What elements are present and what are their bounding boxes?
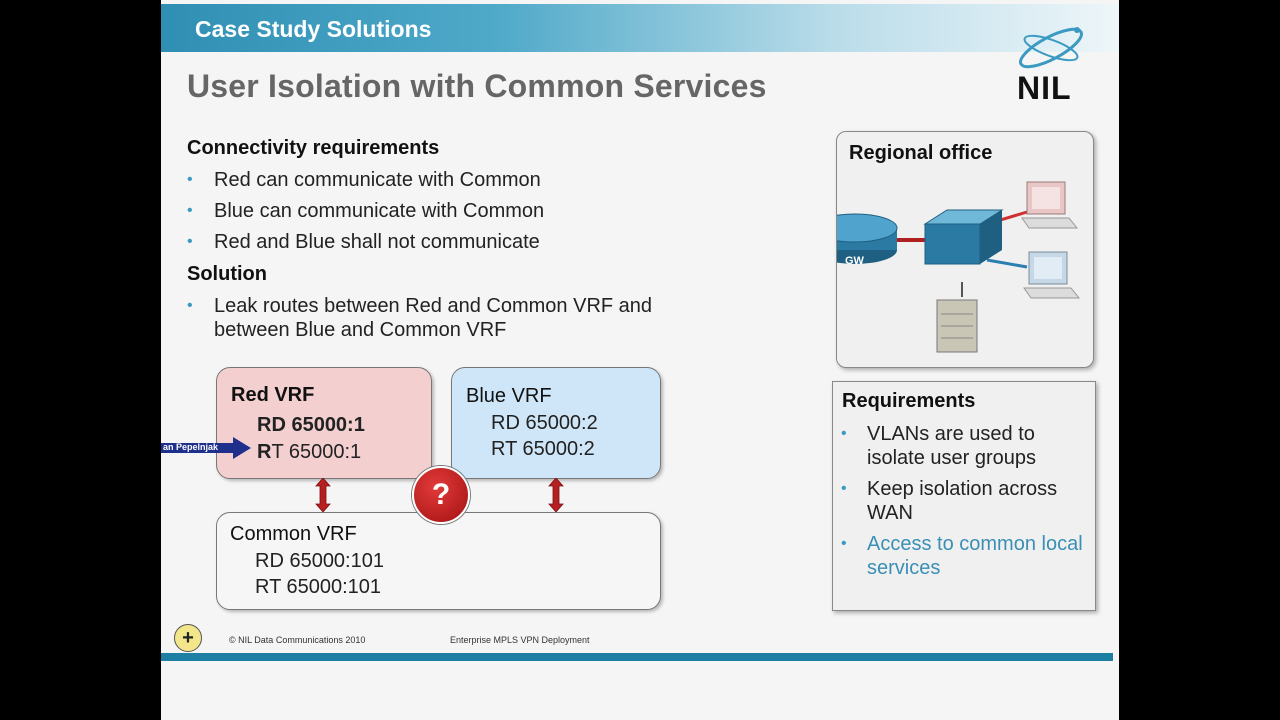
footer-course: Enterprise MPLS VPN Deployment (450, 635, 590, 645)
regional-office-heading: Regional office (849, 142, 993, 164)
pointer-label: an Pepelnjak (163, 442, 219, 452)
red-vrf-rd: RD 65000:1 (257, 414, 365, 436)
footer-copyright: © NIL Data Communications 2010 (229, 635, 366, 645)
common-vrf-title: Common VRF (230, 523, 357, 545)
list-item: VLANs are used to isolate user groups (841, 422, 1086, 470)
red-vrf-title: Red VRF (231, 384, 315, 406)
server-icon (936, 299, 978, 353)
common-vrf-rt: RT 65000:101 (255, 576, 382, 598)
switch-icon (923, 209, 1004, 265)
pointer-arrow-icon (161, 437, 251, 459)
blue-vrf-box: Blue VRF RD 65000:2 RT 65000:2 (451, 367, 661, 479)
blue-vrf-title: Blue VRF (466, 385, 552, 407)
common-vrf-rd: RD 65000:101 (255, 550, 384, 572)
footer-bar (161, 653, 1113, 661)
list-item: Leak routes between Red and Common VRF a… (187, 294, 707, 342)
red-vrf-rt-rest: T 65000:1 (271, 441, 362, 463)
list-item: Keep isolation across WAN (841, 477, 1086, 525)
red-workstation-icon (1021, 181, 1079, 229)
nil-logo: NIL (1007, 22, 1099, 106)
blue-vrf-rt: RT 65000:2 (491, 438, 595, 460)
header-title: Case Study Solutions (195, 16, 432, 42)
solution-heading: Solution (187, 263, 267, 285)
blue-common-arrow-icon (548, 478, 564, 512)
requirements-heading: Requirements (842, 390, 976, 412)
gw-label: GW (845, 255, 865, 267)
red-vrf-box: Red VRF RD 65000:1 RT 65000:1 (216, 367, 432, 479)
requirements-list: VLANs are used to isolate user groups Ke… (841, 422, 1086, 587)
network-diagram: GW (837, 181, 1081, 353)
question-icon: ? (412, 466, 470, 524)
orbit-icon (1019, 27, 1083, 69)
connectivity-list: Red can communicate with Common Blue can… (187, 168, 747, 261)
router-icon: GW (837, 213, 898, 267)
zoom-plus-button[interactable]: + (174, 624, 202, 652)
blue-workstation-icon (1023, 251, 1081, 299)
slide: Case Study Solutions User Isolation with… (161, 0, 1119, 720)
header-bar: Case Study Solutions (161, 4, 1119, 52)
list-item: Red can communicate with Common (187, 168, 747, 192)
solution-list: Leak routes between Red and Common VRF a… (187, 294, 707, 349)
slide-title: User Isolation with Common Services (187, 68, 767, 104)
red-vrf-rt-bold: R (257, 441, 272, 463)
regional-office-panel: Regional office GW (836, 131, 1094, 368)
requirements-panel: Requirements VLANs are used to isolate u… (832, 381, 1096, 611)
red-vrf-rt: RT 65000:1 (257, 441, 361, 464)
common-vrf-box: Common VRF RD 65000:101 RT 65000:101 (216, 512, 661, 610)
red-common-arrow-icon (315, 478, 331, 512)
blue-vrf-rd: RD 65000:2 (491, 412, 598, 434)
list-item: Blue can communicate with Common (187, 199, 747, 223)
list-item-highlight: Access to common local services (841, 532, 1086, 580)
list-item: Red and Blue shall not communicate (187, 230, 747, 254)
connectivity-heading: Connectivity requirements (187, 137, 440, 159)
logo-text: NIL (1017, 70, 1072, 106)
